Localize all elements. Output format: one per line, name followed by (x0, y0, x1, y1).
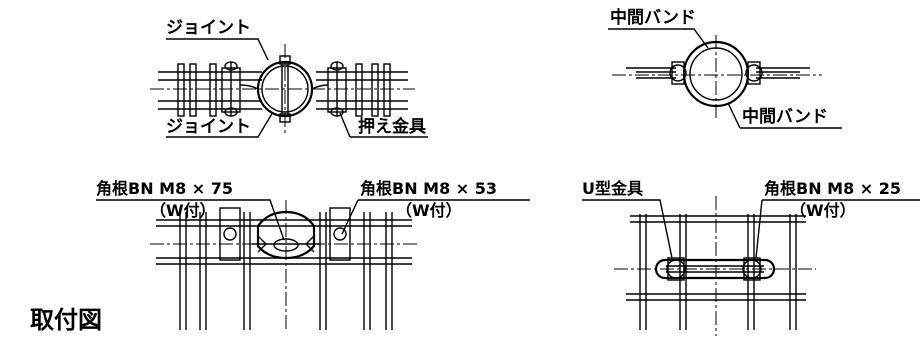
label-bolt-u: 角根BN M8 × 25 (764, 179, 901, 198)
label-bolt-right: 角根BN M8 × 53 (360, 179, 497, 198)
label-joint-top: ジョイント (166, 18, 251, 38)
label-u-fitting: U型金具 (582, 179, 643, 198)
label-bolt-u-washer: （W付） (790, 201, 856, 220)
label-press-fitting: 押え金具 (358, 116, 426, 137)
bolt-fastening-drawing (150, 200, 420, 330)
u-fitting-drawing (614, 196, 816, 336)
label-middle-band-bottom: 中間バンド (742, 106, 828, 127)
label-bolt-left-washer: （W付） (150, 201, 216, 220)
figure-caption: 取付図 (30, 306, 102, 334)
middle-band-drawing (612, 35, 822, 118)
label-middle-band-top: 中間バンド (610, 7, 696, 28)
label-bolt-right-washer: （W付） (396, 201, 462, 220)
joint-assembly-drawing (150, 44, 415, 136)
label-joint-bottom: ジョイント (166, 117, 251, 137)
label-bolt-left: 角根BN M8 × 75 (96, 179, 233, 198)
